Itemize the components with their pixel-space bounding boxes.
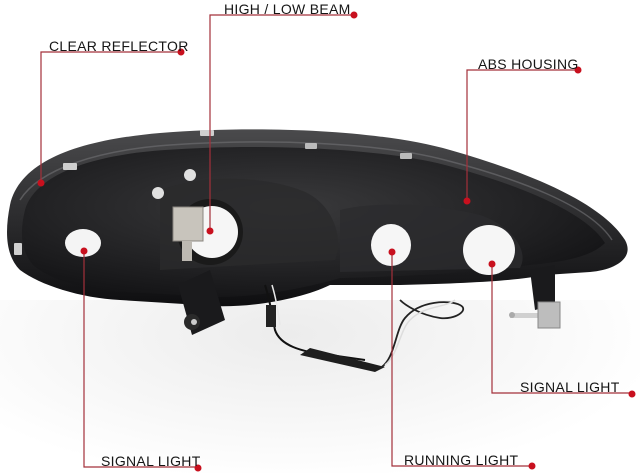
callout-signal-light-left: SIGNAL LIGHT (101, 453, 201, 469)
callout-signal-light-right: SIGNAL LIGHT (520, 379, 620, 395)
wiring (264, 284, 465, 372)
callout-clear-reflector: CLEAR REFLECTOR (49, 38, 189, 54)
callout-dots (37, 11, 636, 472)
callout-abs-housing: ABS HOUSING (478, 56, 579, 72)
housing (7, 129, 628, 335)
bulb-socket (152, 169, 204, 261)
callout-high-low-beam: HIGH / LOW BEAM (224, 1, 351, 17)
floor-shadow (0, 300, 640, 473)
callout-lines (40, 14, 632, 468)
callout-running-light: RUNNING LIGHT (404, 452, 519, 468)
adjuster-screw (509, 301, 561, 329)
